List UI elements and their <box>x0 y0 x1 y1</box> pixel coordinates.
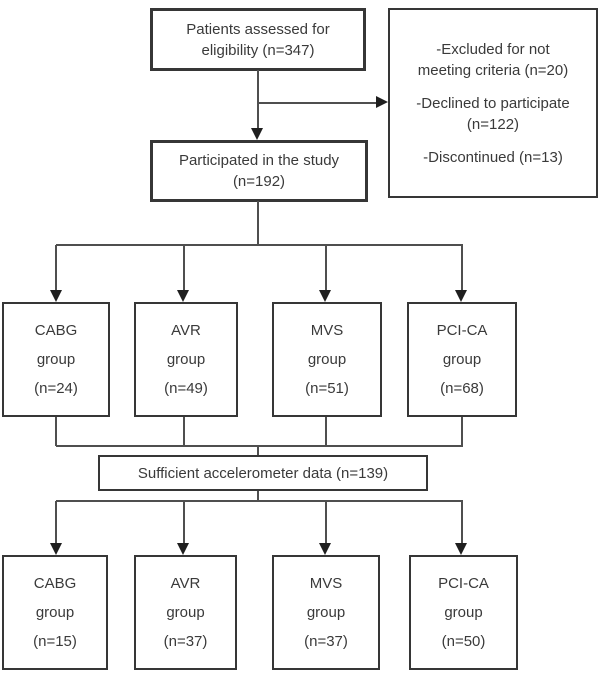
connector-drop-enrolled-pci-ca <box>461 245 463 290</box>
connector-analyzed-split-bar <box>56 500 463 502</box>
connector-assessed-to-participated <box>257 70 259 130</box>
node-analyzed-pci-ca: PCI-CA group (n=50) <box>409 555 518 670</box>
node-enrolled-cabg: CABG group (n=24) <box>2 302 110 417</box>
node-participated-label: Participated in the study (n=192) <box>178 152 340 190</box>
node-exclusions: -Excluded for not meeting criteria (n=20… <box>388 8 598 198</box>
node-analyzed-cabg-label: CABG group (n=15) <box>33 575 77 650</box>
connector-sufficient-stem <box>257 491 259 501</box>
exclusion-item-declined: -Declined to participate (n=122) <box>416 94 570 133</box>
connector-merge-pci-ca <box>461 417 463 446</box>
node-enrolled-mvs: MVS group (n=51) <box>272 302 382 417</box>
connector-to-exclusions <box>258 102 376 104</box>
node-analyzed-pci-ca-label: PCI-CA group (n=50) <box>438 575 489 650</box>
arrowhead-into-analyzed-cabg <box>50 543 62 555</box>
connector-merge-mvs <box>325 417 327 446</box>
connector-merge-bar <box>56 445 463 447</box>
arrowhead-into-enrolled-mvs <box>319 290 331 302</box>
arrowhead-into-enrolled-avr <box>177 290 189 302</box>
connector-enrolled-split-bar <box>56 244 463 246</box>
node-enrolled-pci-ca-label: PCI-CA group (n=68) <box>436 322 488 397</box>
arrowhead-into-analyzed-pci-ca <box>455 543 467 555</box>
arrowhead-into-analyzed-mvs <box>319 543 331 555</box>
connector-drop-enrolled-avr <box>183 245 185 290</box>
connector-merge-avr <box>183 417 185 446</box>
arrowhead-into-analyzed-avr <box>177 543 189 555</box>
node-analyzed-avr-label: AVR group (n=37) <box>163 575 208 650</box>
node-enrolled-mvs-label: MVS group (n=51) <box>305 322 349 397</box>
node-analyzed-mvs: MVS group (n=37) <box>272 555 380 670</box>
connector-merge-cabg <box>55 417 57 446</box>
connector-participated-stem <box>257 201 259 245</box>
node-assessed-label: Patients assessed for eligibility (n=347… <box>186 20 330 59</box>
connector-drop-analyzed-avr <box>183 501 185 543</box>
node-participated: Participated in the study (n=192) <box>150 140 368 202</box>
arrowhead-into-enrolled-cabg <box>50 290 62 302</box>
node-enrolled-cabg-label: CABG group (n=24) <box>34 322 78 397</box>
node-enrolled-avr-label: AVR group (n=49) <box>164 322 208 397</box>
exclusion-item-discontinued: -Discontinued (n=13) <box>423 148 563 166</box>
connector-into-sufficient <box>257 446 259 455</box>
node-analyzed-avr: AVR group (n=37) <box>134 555 237 670</box>
node-enrolled-pci-ca: PCI-CA group (n=68) <box>407 302 517 417</box>
connector-drop-analyzed-pci-ca <box>461 501 463 543</box>
connector-drop-analyzed-cabg <box>55 501 57 543</box>
exclusion-item-not-meeting-criteria: -Excluded for not meeting criteria (n=20… <box>417 40 569 79</box>
node-enrolled-avr: AVR group (n=49) <box>134 302 238 417</box>
connector-drop-enrolled-mvs <box>325 245 327 290</box>
connector-drop-enrolled-cabg <box>55 245 57 290</box>
arrowhead-into-exclusions <box>376 96 388 108</box>
node-analyzed-mvs-label: MVS group (n=37) <box>304 575 348 650</box>
node-assessed-eligibility: Patients assessed for eligibility (n=347… <box>150 8 366 71</box>
connector-drop-analyzed-mvs <box>325 501 327 543</box>
node-sufficient-data-label: Sufficient accelerometer data (n=139) <box>137 464 389 482</box>
arrowhead-into-enrolled-pci-ca <box>455 290 467 302</box>
node-analyzed-cabg: CABG group (n=15) <box>2 555 108 670</box>
node-sufficient-data: Sufficient accelerometer data (n=139) <box>98 455 428 491</box>
arrowhead-into-participated <box>251 128 263 140</box>
